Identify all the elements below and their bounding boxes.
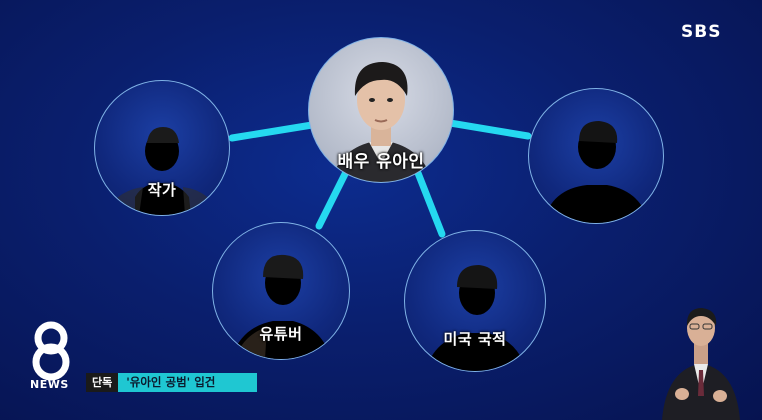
node-actor-label: 배우 유아인 (337, 152, 425, 172)
sign-language-interpreter (662, 308, 740, 420)
node-us-citizen: 미국 국적 (404, 230, 546, 372)
node-actor: 배우 유아인 (308, 37, 454, 183)
person-silhouette-icon (543, 121, 649, 223)
actor-portrait (331, 62, 433, 182)
node-unnamed (528, 88, 664, 224)
news8-logo-icon (32, 321, 70, 381)
ticker-exclusive-tag: 단독 (86, 373, 119, 392)
node-youtuber-label: 유튜버 (259, 325, 303, 343)
link-center-lower-right (414, 169, 446, 238)
node-writer-label: 작가 (147, 181, 177, 199)
link-center-upper-right (446, 119, 532, 140)
node-youtuber: 유튜버 (212, 222, 350, 360)
link-center-upper-left (228, 121, 316, 142)
ticker-headline: '유아인 공범' 입건 (118, 373, 258, 392)
node-us-citizen-label: 미국 국적 (443, 330, 507, 348)
sbs-logo: SBS (681, 22, 722, 42)
news-ticker: 단독 '유아인 공범' 입건 (86, 373, 258, 392)
person-silhouette-icon (105, 127, 219, 215)
news8-wordmark: NEWS (30, 378, 69, 391)
person-silhouette-icon (231, 254, 331, 359)
node-writer: 작가 (94, 80, 230, 216)
person-silhouette-icon (425, 265, 527, 371)
